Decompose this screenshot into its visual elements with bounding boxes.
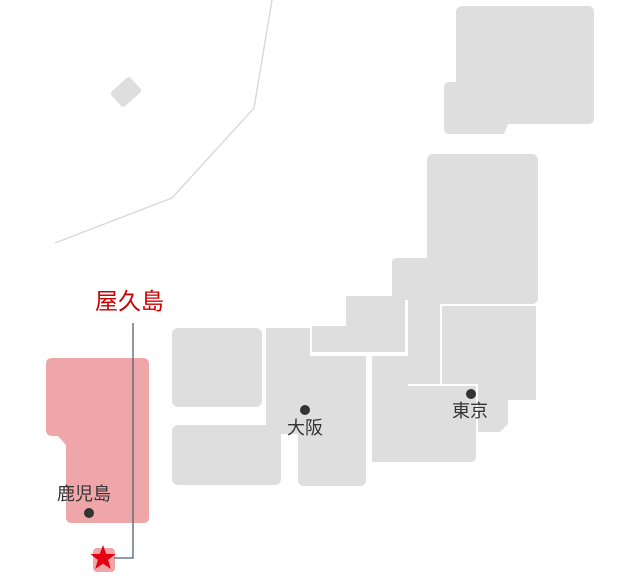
region-tokai bbox=[372, 356, 476, 462]
city-label-kagoshima: 鹿児島 bbox=[57, 484, 111, 505]
highlight-label-yakushima: 屋久島 bbox=[95, 289, 164, 315]
dot-icon-tokyo bbox=[466, 389, 476, 399]
region-hokuriku bbox=[392, 258, 440, 384]
city-label-osaka: 大阪 bbox=[287, 418, 323, 439]
dot-icon-osaka bbox=[300, 405, 310, 415]
sea-boundary-line bbox=[54, 0, 273, 244]
region-chugoku bbox=[172, 328, 262, 407]
region-kinki bbox=[266, 328, 366, 486]
region-tohoku bbox=[427, 154, 538, 304]
city-label-tokyo: 東京 bbox=[452, 401, 488, 422]
region-shikoku bbox=[172, 425, 281, 485]
region-kyushu bbox=[46, 358, 149, 523]
leader-line bbox=[114, 323, 134, 559]
region-island-tsushima bbox=[110, 77, 142, 107]
region-chubu bbox=[312, 296, 405, 352]
region-kanto bbox=[442, 306, 536, 432]
dot-icon-kagoshima bbox=[84, 508, 94, 518]
star-icon bbox=[90, 545, 116, 569]
region-hokkaido bbox=[444, 6, 594, 134]
